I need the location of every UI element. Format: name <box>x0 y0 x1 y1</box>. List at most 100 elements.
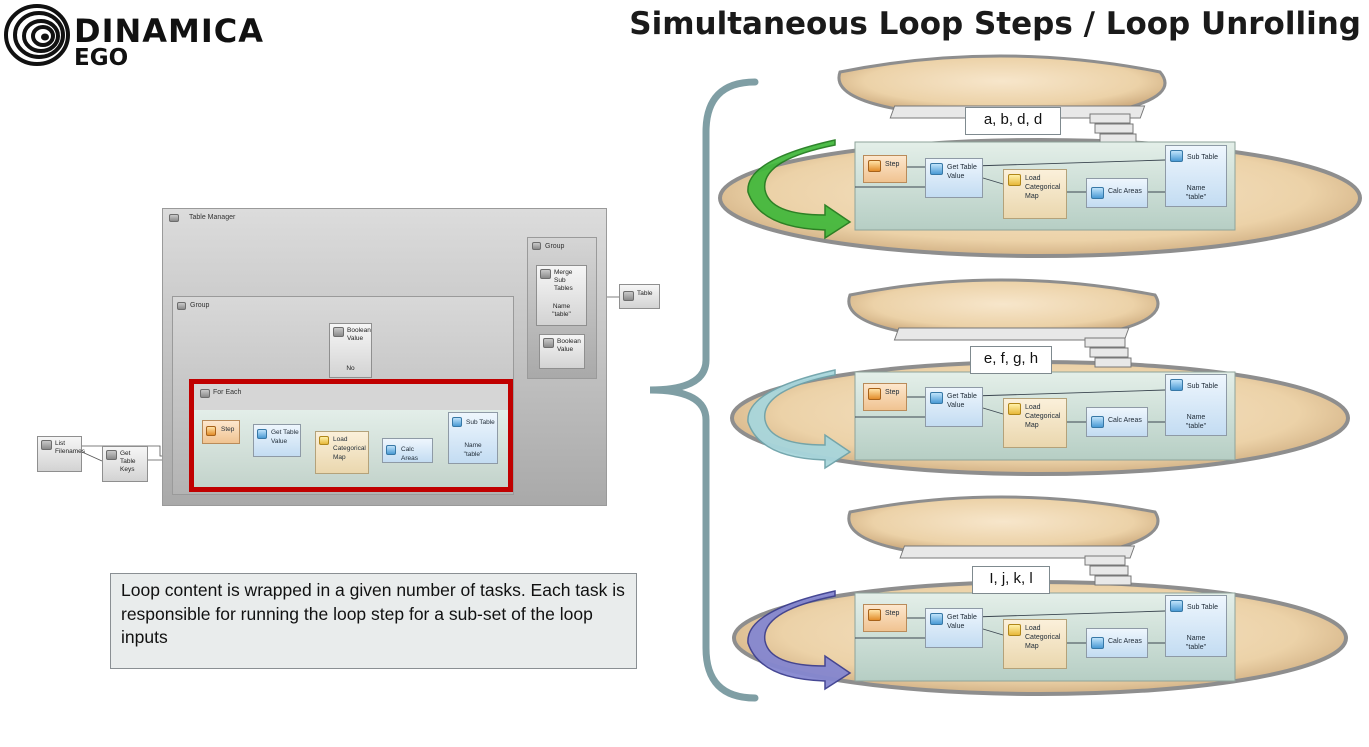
sub-table-label: Sub Table <box>466 419 495 426</box>
folder-icon <box>1008 174 1021 186</box>
step-label-1: Step <box>885 161 900 168</box>
merge-name-value: "table" <box>552 311 571 318</box>
connectors-3 <box>855 610 1166 644</box>
step-icon <box>868 388 881 400</box>
load-categorical-map-node-3[interactable]: Load Categorical Map <box>1003 619 1067 669</box>
slide-title: Simultaneous Loop Steps / Loop Unrolling <box>629 6 1361 42</box>
get-table-value-label: Get Table Value <box>271 429 299 445</box>
boolean-icon <box>543 338 554 348</box>
get-table-value-node-3[interactable]: Get Table Value <box>925 608 983 648</box>
sub-table-label-2: Sub Table <box>1187 383 1219 390</box>
load-categorical-map-node-2[interactable]: Load Categorical Map <box>1003 398 1067 448</box>
table-output-label: Table <box>637 290 653 297</box>
task-row-3: Step Get Table Value Load Categorical Ma… <box>855 593 1235 681</box>
sub-table-name-value-1: "table" <box>1185 194 1207 201</box>
calc-areas-label-2: Calc Areas <box>1108 417 1142 424</box>
group-inner-label: Group <box>190 302 210 309</box>
task-arrow-3 <box>747 590 852 691</box>
model-diagram: Table Manager Group Merge Sub Tables Nam… <box>0 0 680 520</box>
get-table-value-label-3: Get Table Value <box>947 614 977 630</box>
sub-table-name-label-1: Name <box>1186 185 1206 192</box>
get-table-value-label-1: Get Table Value <box>947 164 977 180</box>
load-categorical-map-node-1[interactable]: Load Categorical Map <box>1003 169 1067 219</box>
step-node-3[interactable]: Step <box>863 604 907 632</box>
get-table-value-node[interactable]: Get Table Value <box>253 424 301 457</box>
get-table-value-node-2[interactable]: Get Table Value <box>925 387 983 427</box>
calc-areas-icon <box>1091 187 1104 199</box>
get-table-value-label-2: Get Table Value <box>947 393 977 409</box>
task-label-3: I, j, k, l <box>972 566 1050 594</box>
sub-table-icon <box>452 417 462 427</box>
boolean-value-top-node[interactable]: Boolean Value No <box>329 323 372 378</box>
calc-areas-label-3: Calc Areas <box>1108 638 1142 645</box>
task-label-2: e, f, g, h <box>970 346 1052 374</box>
calc-areas-icon <box>1091 637 1104 649</box>
table-manager-label: Table Manager <box>189 214 236 221</box>
sub-table-name-label-3: Name <box>1186 635 1206 642</box>
task-row-2: Step Get Table Value Load Categorical Ma… <box>855 372 1235 460</box>
calc-areas-icon <box>1091 416 1104 428</box>
sub-table-node[interactable]: Sub Table Name "table" <box>448 412 498 464</box>
load-categorical-map-node[interactable]: Load Categorical Map <box>315 431 369 474</box>
boolean-icon <box>333 327 344 337</box>
sub-table-name-label: Name <box>464 442 482 449</box>
loop-icon <box>200 389 210 398</box>
curly-brace <box>649 78 759 702</box>
logo-spiral-icon <box>4 4 70 66</box>
calc-areas-node-3[interactable]: Calc Areas <box>1086 628 1148 658</box>
merge-icon <box>540 269 551 279</box>
brand-subtitle: EGO <box>74 45 129 71</box>
step-label: Step <box>221 426 235 433</box>
group-icon <box>532 242 541 250</box>
get-table-value-icon <box>257 429 267 439</box>
sub-table-icon <box>1170 150 1183 162</box>
calc-areas-node-1[interactable]: Calc Areas <box>1086 178 1148 208</box>
description-note: Loop content is wrapped in a given numbe… <box>110 573 637 669</box>
sub-table-name-value-2: "table" <box>1185 423 1207 430</box>
boolean-value-right-node[interactable]: Boolean Value <box>539 334 585 369</box>
list-filenames-label: List Filenames <box>55 440 85 455</box>
get-table-value-icon <box>930 613 943 625</box>
boolean-value-top-label: Boolean Value <box>347 327 371 342</box>
get-table-value-icon <box>930 163 943 175</box>
calc-areas-icon <box>386 445 396 455</box>
merge-sub-tables-node[interactable]: Merge Sub Tables Name "table" <box>536 265 587 326</box>
calc-areas-node[interactable]: Calc Areas <box>382 438 433 463</box>
task-row-1: Step Get Table Value Load Categorical Ma… <box>855 142 1235 230</box>
list-icon <box>41 440 52 450</box>
get-table-keys-node[interactable]: Get Table Keys <box>102 446 148 482</box>
step-node-2[interactable]: Step <box>863 383 907 411</box>
sub-table-name-value: "table" <box>463 451 483 458</box>
connectors-1 <box>855 159 1166 193</box>
group-right-label: Group <box>545 243 565 250</box>
task-arrow-2 <box>747 369 852 470</box>
table-icon <box>623 291 634 301</box>
merge-name-label: Name <box>552 303 571 310</box>
table-keys-icon <box>106 450 117 460</box>
step-label-3: Step <box>885 610 900 617</box>
container-icon <box>169 214 179 222</box>
list-filenames-node[interactable]: List Filenames <box>37 436 85 472</box>
step-label-2: Step <box>885 389 900 396</box>
step-node[interactable]: Step <box>202 420 240 444</box>
for-each-label: For Each <box>213 389 242 396</box>
sub-table-icon <box>1170 379 1183 391</box>
folder-icon <box>1008 403 1021 415</box>
task-arrow-1 <box>747 139 852 240</box>
calc-areas-label: Calc Areas <box>401 446 418 462</box>
sub-table-name-value-3: "table" <box>1185 644 1207 651</box>
folder-icon <box>1008 624 1021 636</box>
get-table-value-icon <box>930 392 943 404</box>
get-table-keys-label: Get Table Keys <box>120 450 136 473</box>
step-node-1[interactable]: Step <box>863 155 907 183</box>
load-categorical-map-label-1: Load Categorical Map <box>1025 175 1061 200</box>
folder-icon <box>319 436 329 445</box>
table-output-node[interactable]: Table <box>619 284 660 309</box>
calc-areas-node-2[interactable]: Calc Areas <box>1086 407 1148 437</box>
merge-sub-tables-label: Merge Sub Tables <box>554 269 573 292</box>
brand-name: DINAMICA <box>74 12 265 50</box>
get-table-value-node-1[interactable]: Get Table Value <box>925 158 983 198</box>
